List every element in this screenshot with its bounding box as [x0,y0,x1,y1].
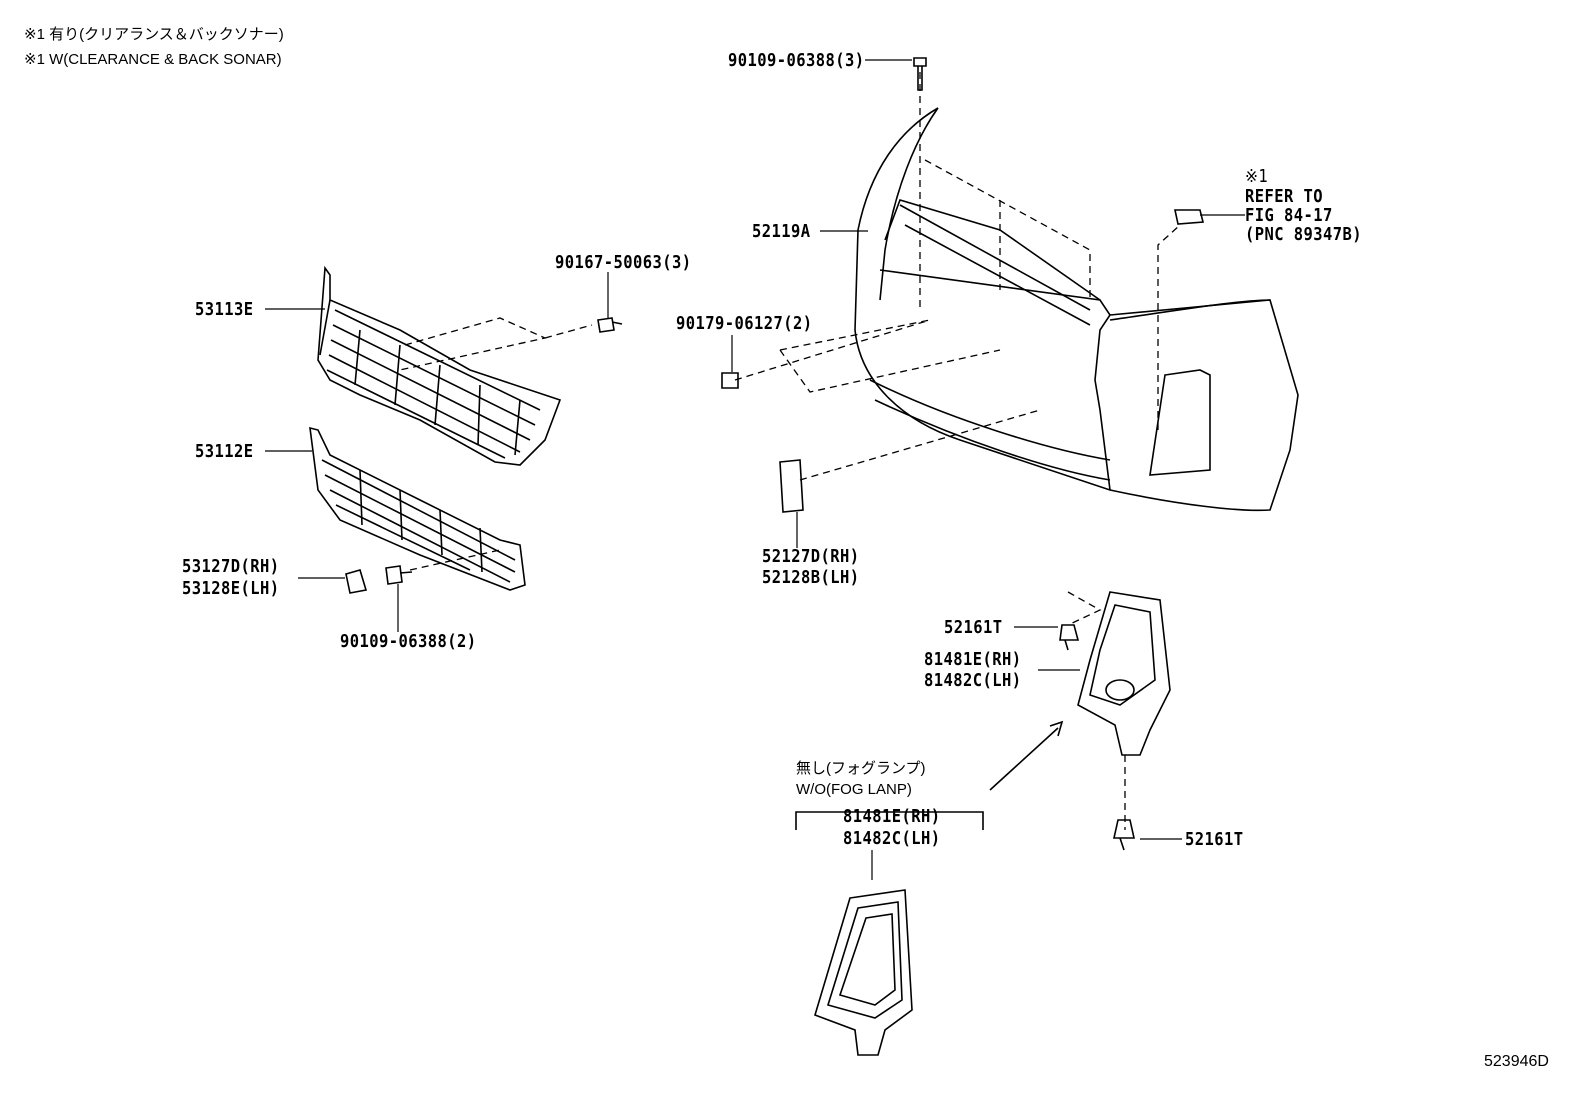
wo-fog-cover-drawing [795,811,984,1056]
callout-wo-fog-cover-rh[interactable]: 81481E(RH) [843,806,941,827]
callout-bolt-lower[interactable]: 90109-06388(2) [340,631,477,652]
callout-lower-grille[interactable]: 53112E [195,441,254,462]
reference-mark: ※1 [1245,166,1269,187]
wo-fog-note-japanese: 無し(フォグランプ) [796,760,926,777]
note-japanese: ※1 有り(クリアランス＆バックソナー) [24,26,284,43]
label-leader-lines [265,59,1245,880]
callout-upper-grille[interactable]: 53113E [195,299,254,320]
reference-link-figure[interactable]: FIG 84-17 [1245,205,1333,226]
figure-id: 523946D [1484,1053,1549,1070]
bumper-cover-drawing [854,107,1299,512]
callout-fog-cover-lh[interactable]: 81482C(LH) [924,670,1022,691]
callout-bolt-top[interactable]: 90109-06388(3) [728,50,865,71]
callout-clip-lh[interactable]: 53128E(LH) [182,578,280,599]
reference-line-1: REFER TO [1245,186,1324,207]
upper-grille-drawing [317,265,562,466]
callout-clip-rh[interactable]: 53127D(RH) [182,556,280,577]
dashed-leader-lines [399,72,1181,830]
callout-wo-fog-cover-lh[interactable]: 81482C(LH) [843,828,941,849]
lower-grille-drawing [309,426,526,591]
note-english: ※1 W(CLEARANCE & BACK SONAR) [24,51,282,68]
callout-cap-rh[interactable]: 52127D(RH) [762,546,860,567]
callout-fog-cover-rh[interactable]: 81481E(RH) [924,649,1022,670]
fog-cover-drawing [989,591,1171,791]
reference-pnc: (PNC 89347B) [1245,224,1363,245]
callout-cap-lh[interactable]: 52128B(LH) [762,567,860,588]
wo-fog-note-english: W/O(FOG LANP) [796,781,912,798]
callout-clip-upper-fog[interactable]: 52161T [944,617,1003,638]
callout-clip-grille[interactable]: 90167-50063(3) [555,252,692,273]
callout-nut[interactable]: 90179-06127(2) [676,313,813,334]
callout-bumper-cover[interactable]: 52119A [752,221,811,242]
fastener-drawings [345,57,1205,851]
callout-clip-lower-fog[interactable]: 52161T [1185,829,1244,850]
